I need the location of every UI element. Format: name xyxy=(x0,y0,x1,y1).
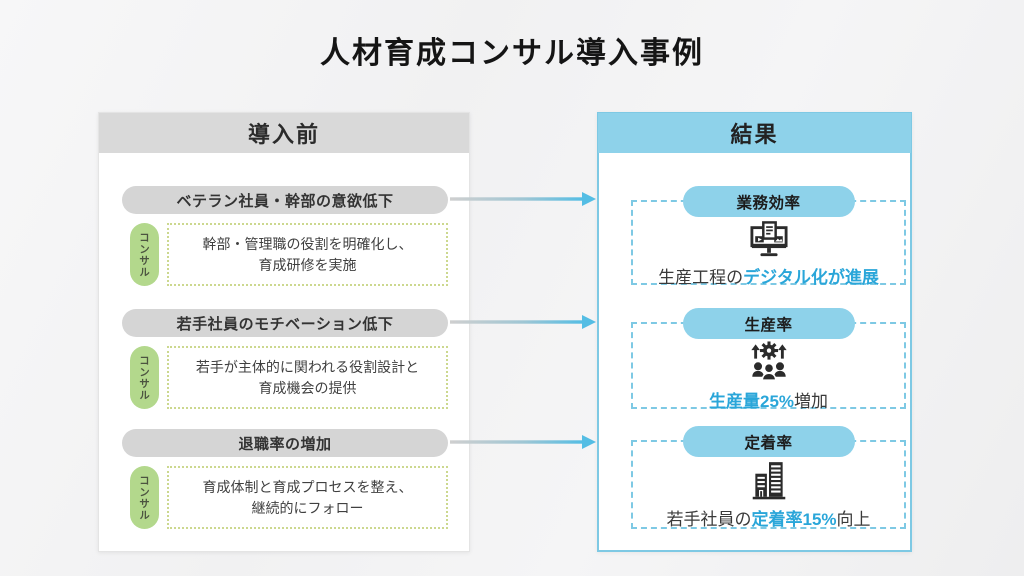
result-text-retention: 若手社員の定着率15%向上 xyxy=(666,505,870,530)
result-box-retention: 定着率 xyxy=(631,426,906,530)
consul-action-box-3: 育成体制と育成プロセスを整え、 継続的にフォロー xyxy=(167,466,448,529)
consul-badge: コンサル xyxy=(130,223,159,286)
office-building-icon xyxy=(748,459,790,501)
result-text-efficiency: 生産工程のデジタル化が進展 xyxy=(658,263,879,288)
result-pill-efficiency: 業務効率 xyxy=(682,186,855,217)
action-line: 育成体制と育成プロセスを整え、 xyxy=(202,478,413,495)
action-line: 育成機会の提供 xyxy=(258,379,357,396)
result-box-efficiency: 業務効率 生産工程のデジタル化が進展 xyxy=(631,186,906,288)
result-box-productivity: 生産率 xyxy=(631,308,906,412)
problem-pill-turnover: 退職率の増加 xyxy=(122,429,448,457)
result-text-prefix: 生産工程の xyxy=(658,268,744,287)
consul-row-2: コンサル 若手が主体的に関われる役割設計と 育成機会の提供 xyxy=(130,346,448,409)
result-text-prefix: 若手社員の xyxy=(666,510,752,529)
result-pill-productivity: 生産率 xyxy=(682,308,855,339)
digital-monitor-icon xyxy=(746,221,792,259)
productivity-people-gear-icon xyxy=(746,341,792,383)
before-panel: 導入前 ベテラン社員・幹部の意欲低下 コンサル 幹部・管理職の役割を明確化し、 … xyxy=(98,112,470,552)
result-pill-retention: 定着率 xyxy=(682,426,855,457)
result-text-highlight: 生産量25% xyxy=(708,392,795,411)
problem-pill-veteran: ベテラン社員・幹部の意欲低下 xyxy=(122,186,448,214)
before-panel-header: 導入前 xyxy=(99,113,469,153)
result-panel: 結果 業務効率 xyxy=(597,112,912,552)
result-text-highlight: デジタル化が進展 xyxy=(743,268,879,287)
consul-action-box-1: 幹部・管理職の役割を明確化し、 育成研修を実施 xyxy=(167,223,448,286)
result-text-suffix: 増加 xyxy=(794,392,829,411)
action-line: 継続的にフォロー xyxy=(251,499,364,516)
result-text-productivity: 生産量25%増加 xyxy=(709,387,828,412)
flow-arrow-icon xyxy=(450,192,596,206)
consul-row-3: コンサル 育成体制と育成プロセスを整え、 継続的にフォロー xyxy=(130,466,448,529)
flow-arrow-icon xyxy=(450,315,596,329)
action-line: 幹部・管理職の役割を明確化し、 xyxy=(202,235,413,252)
consul-badge: コンサル xyxy=(130,346,159,409)
problem-pill-motivation: 若手社員のモチベーション低下 xyxy=(122,309,448,337)
page-title: 人材育成コンサル導入事例 xyxy=(320,37,704,70)
result-text-highlight: 定着率15% xyxy=(751,510,837,529)
flow-arrow-icon xyxy=(450,435,596,449)
action-line: 若手が主体的に関われる役割設計と xyxy=(195,358,420,375)
action-line: 育成研修を実施 xyxy=(258,256,357,273)
consul-action-box-2: 若手が主体的に関われる役割設計と 育成機会の提供 xyxy=(167,346,448,409)
consul-badge: コンサル xyxy=(130,466,159,529)
consul-row-1: コンサル 幹部・管理職の役割を明確化し、 育成研修を実施 xyxy=(130,223,448,286)
result-panel-header: 結果 xyxy=(598,113,911,153)
result-text-suffix: 向上 xyxy=(836,510,871,529)
